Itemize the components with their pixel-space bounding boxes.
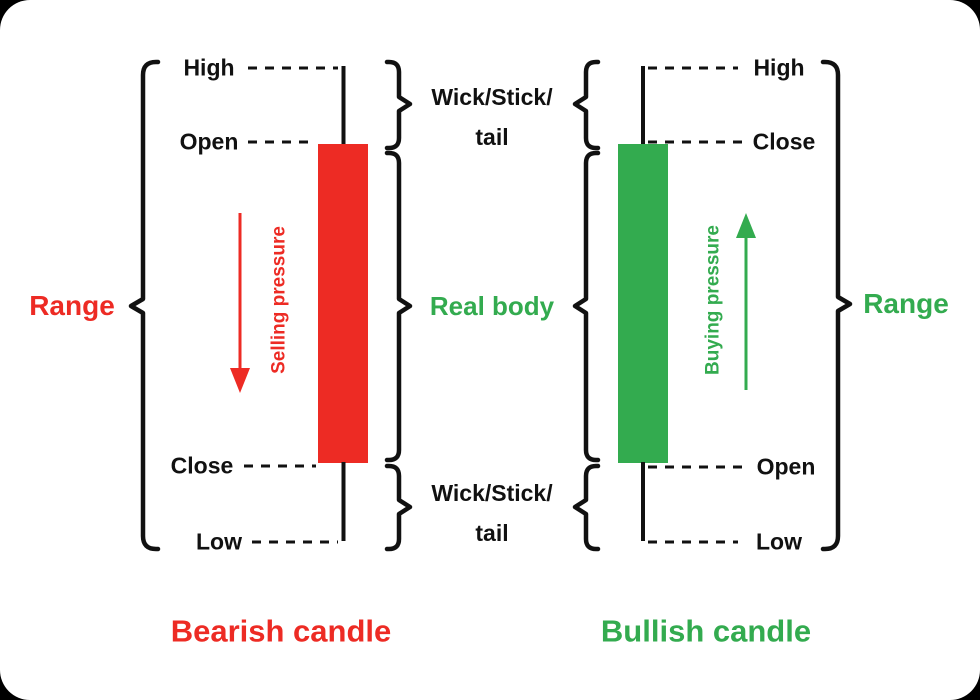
range-brace-right bbox=[820, 59, 853, 552]
close-label-bearish: Close bbox=[170, 452, 234, 479]
real-body-bullish bbox=[618, 144, 668, 463]
wick-label-top-line1: Wick/Stick/ bbox=[431, 84, 553, 110]
wick-label-bottom-line1: Wick/Stick/ bbox=[431, 480, 553, 506]
bearish-candle-title: Bearish candle bbox=[170, 613, 392, 649]
close-label-bullish: Close bbox=[752, 128, 816, 155]
buying-pressure-label: Buying pressure bbox=[702, 225, 724, 375]
wick-bottom-brace-bullish bbox=[572, 463, 601, 552]
range-brace-left bbox=[128, 59, 161, 552]
wick-label-bottom: Wick/Stick/ tail bbox=[431, 473, 552, 553]
open-label-bearish: Open bbox=[179, 128, 239, 155]
wick-label-top-line2: tail bbox=[475, 124, 509, 150]
high-label-bearish: High bbox=[183, 54, 235, 81]
bullish-candle-title: Bullish candle bbox=[600, 613, 812, 649]
range-label-bullish: Range bbox=[863, 288, 949, 319]
selling-pressure-label: Selling pressure bbox=[268, 226, 290, 374]
wick-label-bottom-line2: tail bbox=[475, 520, 509, 546]
real-body-bearish bbox=[318, 144, 368, 463]
selling-pressure-arrowhead-icon bbox=[230, 368, 250, 393]
wick-top-brace-bearish bbox=[384, 59, 413, 151]
low-label-bearish: Low bbox=[196, 528, 242, 555]
buying-pressure-arrowhead-icon bbox=[736, 213, 756, 238]
wick-bottom-brace-bearish bbox=[384, 463, 413, 552]
wick-top-brace-bullish bbox=[572, 59, 601, 151]
real-body-brace-bullish bbox=[572, 150, 601, 463]
range-label-bearish: Range bbox=[29, 290, 115, 321]
real-body-brace-bearish bbox=[384, 150, 413, 463]
real-body-label: Real body bbox=[429, 291, 555, 321]
high-label-bullish: High bbox=[753, 54, 805, 81]
open-label-bullish: Open bbox=[756, 453, 816, 480]
wick-label-top: Wick/Stick/ tail bbox=[431, 77, 552, 157]
low-label-bullish: Low bbox=[756, 528, 802, 555]
